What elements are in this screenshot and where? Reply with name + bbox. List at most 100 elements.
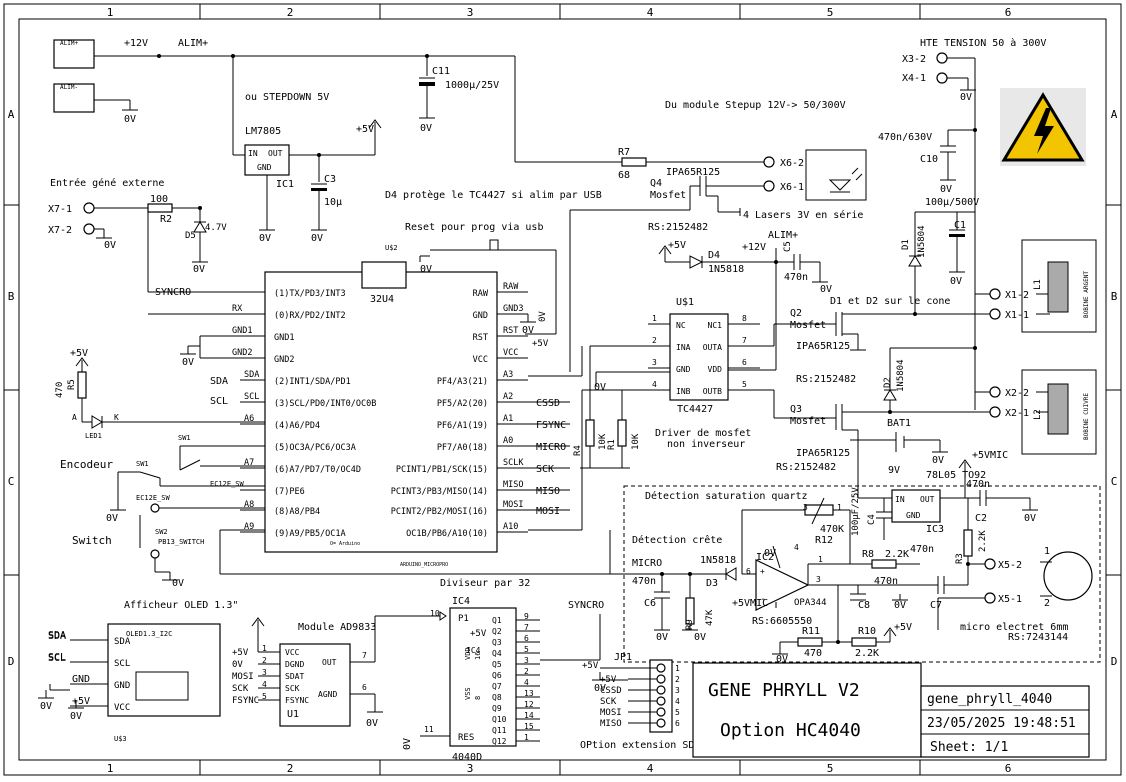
gnd-label: 0V (950, 276, 962, 287)
pin-num: 4 (794, 543, 799, 552)
row-label: A (8, 108, 15, 121)
mcu-pin-right: PCINT2/PB2/MOSI(16) (391, 507, 488, 517)
pin-label: IC4 (466, 646, 481, 655)
v5-label: +5V (356, 124, 374, 135)
r2-label: R2 (160, 214, 172, 225)
sw2-label: SW2 (155, 528, 168, 536)
mcu-pin-right: PF5/A2(20) (437, 399, 488, 409)
divider-pin: Q2 (492, 627, 502, 636)
pin-num: 3 (652, 358, 657, 367)
opamp-ic2 (755, 559, 810, 611)
gnd-label: 0V (366, 718, 378, 729)
ic2-label: IC2 (756, 552, 774, 563)
x1-2-label: X1-2 (1005, 290, 1029, 301)
driver-pin: GND (676, 365, 691, 374)
bobine2-label: BOBINE CUIVRE (1083, 393, 1090, 440)
oled-pin: SDA (114, 637, 131, 647)
c8-label: C8 (858, 600, 870, 611)
d4-value: 1N5818 (708, 264, 744, 275)
col-label: 1 (107, 762, 114, 775)
c5-label: C5 (783, 241, 793, 252)
ext-title: OPtion extension SDCARD (580, 740, 718, 751)
jp1-pin: 1 (675, 664, 680, 673)
pin-num: 1 (262, 644, 267, 653)
mcu-pin-right: PF4/A3(21) (437, 377, 488, 387)
regulator-ref: IC1 (276, 179, 294, 190)
c7-label: C7 (930, 600, 942, 611)
sw2-part: PB13_SWITCH (158, 538, 204, 546)
mcu-pin-left: (9)A9/PB5/OC1A (274, 529, 346, 539)
driver-pin: OUTA (703, 343, 722, 352)
pin-label: VSS (464, 687, 472, 700)
r1-resistor (617, 419, 627, 447)
d5-value: 4.7V (205, 223, 227, 233)
led-label: LED1 (85, 432, 102, 440)
oled-net: SCL (48, 653, 66, 664)
mcu-net-left: GND1 (232, 326, 252, 336)
q3-part: IPA65R125 (796, 448, 850, 459)
mcu-pin-left: (4)A6/PD4 (274, 421, 320, 431)
mcu-footer: ARDUINO_MICROPRO (400, 562, 448, 568)
v12-label: +12V (124, 38, 148, 49)
gnd-label: 0V (1024, 513, 1036, 524)
divider-pin: Q12 (492, 737, 507, 746)
v5-label: +5V (70, 348, 88, 359)
mcu-pin-left: (7)PE6 (274, 487, 305, 497)
r3-label: R3 (955, 553, 965, 564)
gnd-label: 0V (193, 264, 205, 275)
pin-num: 7 (524, 623, 529, 632)
mcu-signal: FSYNC (536, 420, 566, 431)
tc4427-chip (669, 313, 729, 401)
mcu-net-left: SCL (244, 392, 259, 402)
vmic-label: +5VMIC (972, 450, 1008, 461)
ad9833-pin: FSYNC (285, 696, 309, 705)
r12-pin: 3 (803, 503, 808, 512)
mic-label: micro electret 6mm (960, 622, 1068, 633)
c7-value: 470n (910, 544, 934, 555)
r12-value: 470K (820, 524, 844, 535)
gnd-label: 0V (932, 455, 944, 466)
hv-title: HTE TENSION 50 à 300V (920, 37, 1046, 49)
mcu-net-right: A3 (503, 370, 513, 380)
divider-pin: Q9 (492, 704, 502, 713)
col-label: 4 (647, 762, 654, 775)
col-label: 4 (647, 6, 654, 19)
title-block: GENE PHRYLL V2 Option HC4040 gene_phryll… (692, 662, 1090, 758)
c1-value: 100µ/500V (925, 197, 979, 208)
pin-label: GND (257, 163, 272, 172)
r8-value: 2.2K (885, 549, 909, 560)
gnd-label: 0V (538, 311, 548, 322)
r3-value: 2.2K (978, 530, 988, 552)
q3-type: Mosfet (790, 416, 826, 427)
driver-name: TC4427 (677, 404, 713, 415)
r7-label: R7 (618, 147, 630, 158)
x6-1-label: X6-1 (780, 182, 804, 193)
mcu-chip (264, 271, 498, 553)
oled-net: +5V (72, 696, 90, 707)
d3-value: 1N5818 (700, 555, 736, 566)
driver-section: U$1 TC4427 1NC2INA3GND4INB8NC17OUTA6VDD5… (528, 230, 832, 531)
opamp-plus: + (760, 567, 765, 576)
d2-label: D2 (883, 377, 893, 388)
pin-num: 1 (818, 555, 823, 564)
oled-module (107, 623, 221, 717)
r11-resistor (797, 637, 823, 647)
alim-minus-connector (53, 83, 95, 113)
oled-net: SDA (48, 630, 66, 641)
net-sda: SDA (210, 376, 228, 387)
r4-resistor (585, 419, 595, 447)
oled-net: SCL (48, 652, 66, 663)
divider-pin: Q11 (492, 726, 507, 735)
x3-label: X3-2 (902, 54, 926, 65)
mcu-section: U$2 32U4 O= Arduino ARDUINO_MICROPRO (1)… (148, 239, 570, 568)
c6-value: 470n (632, 576, 656, 587)
r10-label: R10 (858, 626, 876, 637)
d3-label: D3 (706, 578, 718, 589)
mic-reg-name: 78L05 TO92 (926, 470, 986, 481)
mcu-pin-left: GND2 (274, 355, 294, 365)
pin-label: AGND (318, 690, 337, 699)
pin-num: 7 (362, 651, 367, 660)
ad9833-pin: SDAT (285, 672, 304, 681)
ad9833-pin: SCK (285, 684, 300, 693)
